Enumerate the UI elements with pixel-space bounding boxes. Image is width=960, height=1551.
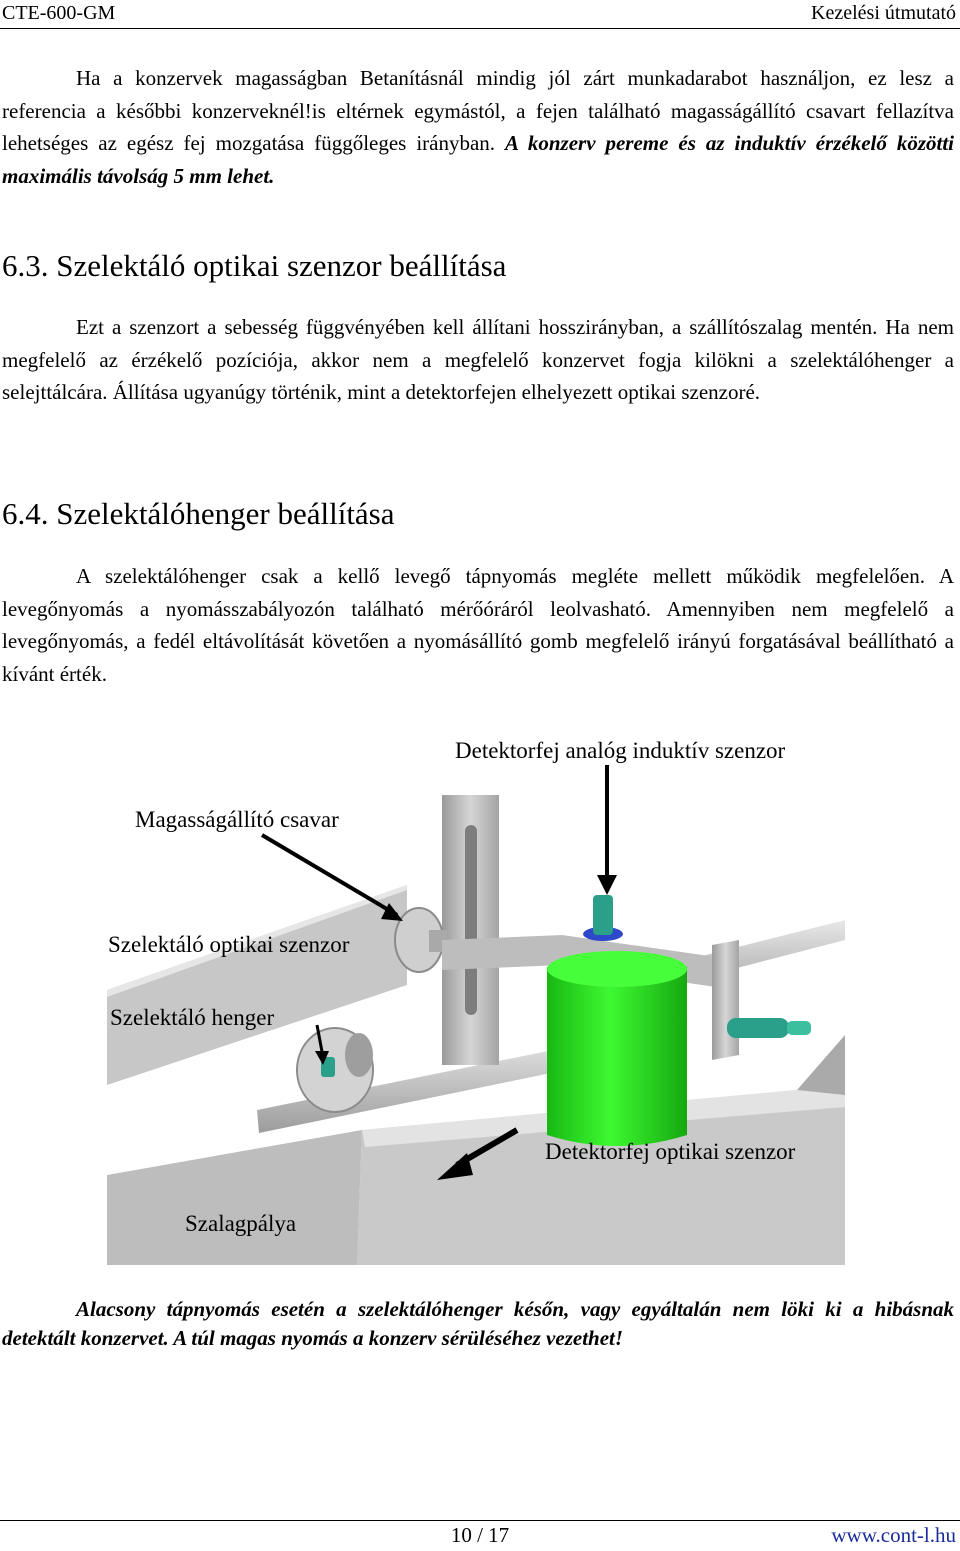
section-6-3-paragraph: Ezt a szenzort a sebesség függvényében k… (2, 311, 954, 409)
footer-divider (0, 1520, 960, 1521)
intro-paragraph: Ha a konzervek magasságban Betanításnál … (2, 62, 954, 192)
section-6-3-text: Ezt a szenzort a sebesség függvényében k… (2, 315, 954, 404)
label-selector-cylinder: Szelektáló henger (110, 1005, 275, 1030)
selector-optical-sensor (321, 1057, 335, 1077)
arrow-height-screw (260, 833, 399, 917)
inductive-sensor (593, 895, 613, 935)
warning-text: Alacsony tápnyomás esetén a szelektálóhe… (2, 1297, 954, 1350)
label-detector-inductive: Detektorfej analóg induktív szenzor (455, 738, 786, 763)
header-divider (0, 28, 960, 29)
website-link[interactable]: www.cont-l.hu (831, 1523, 956, 1547)
label-detector-optical: Detektorfej optikai szenzor (545, 1139, 796, 1164)
doc-type: Kezelési útmutató (811, 2, 956, 24)
machine-figure: Detektorfej analóg induktív szenzor Maga… (107, 735, 845, 1265)
back-plate (107, 885, 407, 1085)
label-height-screw: Magasságállító csavar (135, 807, 339, 832)
intro-emphasis: A konzerv pereme és az induktív érzékelő… (2, 131, 954, 188)
section-6-4-text: A szelektálóhenger csak a kellő levegő t… (2, 564, 954, 686)
page-number: 10 / 17 (450, 1523, 510, 1547)
doc-code: CTE-600-GM (2, 2, 116, 24)
label-belt: Szalagpálya (185, 1211, 297, 1236)
selector-cylinder-green (547, 967, 687, 1146)
section-6-4-paragraph: A szelektálóhenger csak a kellő levegő t… (2, 560, 954, 690)
section-6-3-heading: 6.3. Szelektáló optikai szenzor beállítá… (2, 248, 507, 283)
section-6-4-heading: 6.4. Szelektálóhenger beállítása (2, 496, 395, 531)
intro-text: Ha a konzervek magasságban Betanításnál … (2, 66, 954, 155)
pressure-warning: Alacsony tápnyomás esetén a szelektálóhe… (2, 1295, 954, 1353)
detector-optical-sensor (727, 1018, 789, 1038)
column-slot (465, 825, 477, 1015)
machine-illustration (107, 765, 845, 1265)
label-selector-optical: Szelektáló optikai szenzor (108, 932, 350, 957)
